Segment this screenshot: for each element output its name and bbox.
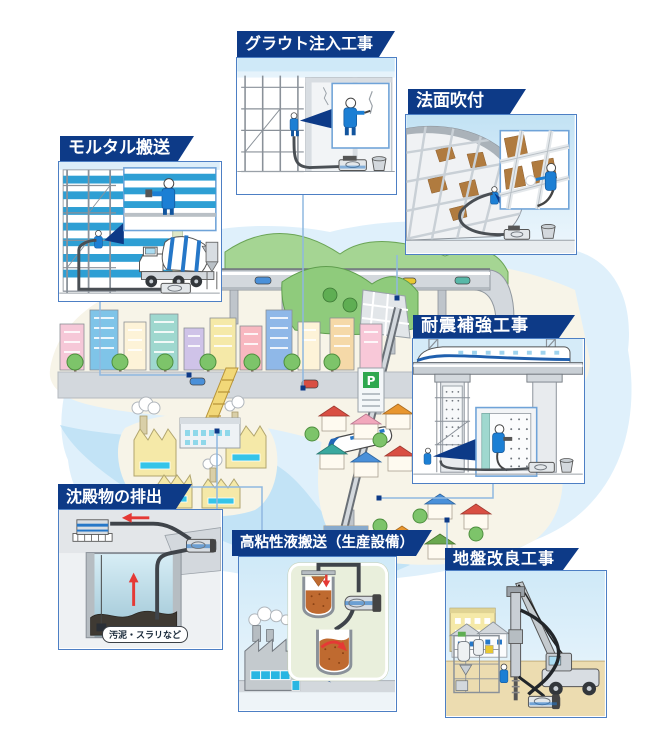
panel-seismic-reinforcement <box>412 338 585 484</box>
process-inset <box>287 562 389 682</box>
label-seismic-reinforcement: 耐震補強工事 <box>413 315 575 338</box>
panel-mortar-transport <box>58 161 222 302</box>
zoom-inset <box>499 129 570 210</box>
zoom-inset <box>331 82 390 149</box>
hose <box>439 460 529 471</box>
connector-seismic <box>381 484 494 499</box>
callout-wedge <box>432 438 476 461</box>
crane-truck <box>515 581 600 696</box>
hose <box>292 136 340 170</box>
panel-grout-injection <box>236 57 397 195</box>
zoom-inset <box>475 406 538 477</box>
street-trees <box>66 353 341 373</box>
sludge-bubble: 汚泥・スラリなど <box>102 626 189 643</box>
hose-secondary <box>517 675 546 698</box>
hopper <box>205 241 219 290</box>
scaffolding <box>241 75 304 173</box>
label-viscous-transport: 高粘性液搬送（生産設備） <box>232 530 432 556</box>
parking-sign-letter: P <box>367 374 376 388</box>
callout-wedge <box>299 108 333 129</box>
mixing-plant <box>453 631 500 694</box>
material-bucket <box>559 458 574 473</box>
panel-viscous-transport <box>238 556 397 712</box>
pump-unit <box>338 155 367 171</box>
pit <box>85 552 182 639</box>
label-mortar-transport: モルタル搬送 <box>60 136 194 161</box>
material-bucket <box>540 224 556 239</box>
city-map-illustration: P <box>49 221 632 582</box>
worker <box>423 447 432 465</box>
pump-unit <box>527 694 561 710</box>
hose <box>458 191 505 237</box>
worker <box>94 230 103 249</box>
hose-main <box>519 608 561 696</box>
mixer-truck <box>139 235 215 288</box>
zoom-inset <box>123 167 217 232</box>
suction-pipe <box>155 547 191 620</box>
discharge-pipe <box>110 521 192 541</box>
pump-unit <box>503 225 531 240</box>
factories <box>131 395 267 509</box>
top-tank <box>301 570 336 619</box>
concrete-grid <box>406 126 524 241</box>
parking-tower: P <box>357 367 385 413</box>
skid-machine <box>72 519 113 542</box>
pump-unit <box>528 461 555 473</box>
pipe-top <box>316 562 361 593</box>
worker <box>499 663 509 683</box>
pump-unit <box>186 538 217 553</box>
bottom-tank <box>316 629 353 676</box>
connector-mortar <box>99 302 186 376</box>
city-building-windows <box>64 317 378 353</box>
panel-slope-spraying <box>405 114 577 255</box>
shinkansen-train <box>416 346 571 363</box>
slope-face <box>406 125 525 241</box>
pipe-bottom <box>334 609 355 632</box>
label-sediment-discharge: 沈殿物の排出 <box>58 484 192 509</box>
callout-wedge <box>104 222 124 245</box>
panel-ground-improvement <box>445 570 607 718</box>
pump-unit <box>160 282 191 294</box>
factory <box>244 606 301 691</box>
label-ground-improvement: 地盤改良工事 <box>445 548 579 570</box>
city-street <box>57 371 451 399</box>
material-bucket <box>371 156 387 171</box>
label-slope-spraying: 法面吹付 <box>408 89 526 114</box>
connector-dots <box>170 295 450 523</box>
pump-unit <box>344 594 382 612</box>
drill-mast <box>506 586 525 701</box>
worker <box>289 112 299 137</box>
label-grout-injection: グラウト注入工事 <box>237 31 395 57</box>
retrofit-plate <box>434 382 471 473</box>
hose <box>77 238 162 291</box>
